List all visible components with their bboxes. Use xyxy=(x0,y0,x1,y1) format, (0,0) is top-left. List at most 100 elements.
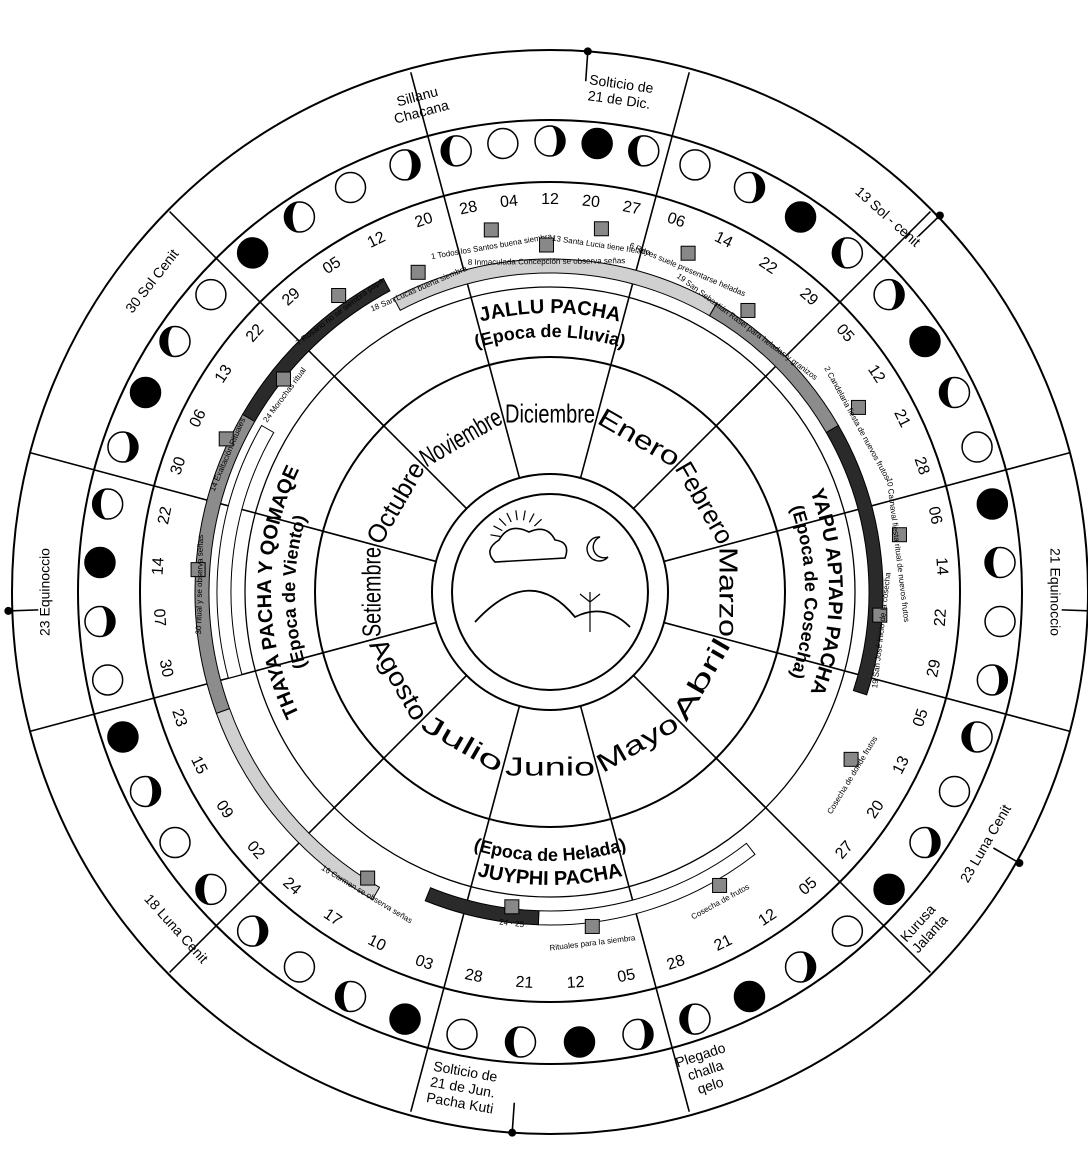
moon-phase-icon xyxy=(238,238,268,268)
moon-phase-icon xyxy=(160,828,190,858)
season-label: (Epoca de Helada) xyxy=(472,834,628,865)
moon-date: 14 xyxy=(932,557,950,576)
moon-phase-icon xyxy=(564,1027,594,1057)
moon-date: 29 xyxy=(796,285,821,310)
arrow-head-icon xyxy=(508,1129,516,1137)
moon-date: 07 xyxy=(150,608,168,627)
ritual-marker-icon xyxy=(411,265,425,279)
moon-phase-icon xyxy=(734,173,764,203)
moon-date: 28 xyxy=(458,198,479,218)
ritual-marker-icon xyxy=(585,919,599,933)
moon-date: 21 xyxy=(712,932,736,955)
direction-arrow xyxy=(586,51,588,81)
moon-phase-icon xyxy=(910,828,940,858)
moon-phase-icon xyxy=(874,280,904,310)
moon-phase-icon xyxy=(786,952,816,982)
ritual-note: 19 San Sebastián Rasel para heladas y gr… xyxy=(675,271,819,381)
month-name: Junio xyxy=(505,751,595,781)
arrow-head-icon xyxy=(1015,859,1023,867)
moon-date: 05 xyxy=(320,254,344,278)
month-name: Marzo xyxy=(714,547,744,637)
moon-phase-icon xyxy=(910,326,940,356)
moon-phase-icon xyxy=(390,1004,420,1034)
moon-phase-icon xyxy=(680,1004,710,1034)
moon-phase-icon xyxy=(629,136,659,166)
month-ring-inner xyxy=(432,474,668,710)
astronomical-event-label: 30 Sol Cenit xyxy=(122,246,182,316)
moon-phase-icon xyxy=(441,136,471,166)
ritual-note: 8 Inmaculada Concepción se observa señas xyxy=(468,256,626,267)
moon-phase-icon xyxy=(447,1019,477,1049)
season-arc-band xyxy=(243,279,390,422)
moon-date: 20 xyxy=(581,192,601,211)
astronomical-event-label: 23 Equinoccio xyxy=(37,548,53,636)
moon-phase-icon xyxy=(108,722,138,752)
moon-phase-icon xyxy=(196,874,226,904)
svg-text:23 Equinoccio: 23 Equinoccio xyxy=(37,548,53,636)
moon-phase-icon xyxy=(93,665,123,695)
sun-cloud-moon-hill-icon xyxy=(475,510,630,632)
moon-date: 21 xyxy=(890,407,913,431)
moon-date: 05 xyxy=(833,321,858,346)
moon-phase-icon xyxy=(131,776,161,806)
moon-phase-icon xyxy=(85,606,115,636)
month-name: Febrero xyxy=(669,456,740,549)
moon-date: 27 xyxy=(832,838,857,863)
center-ring xyxy=(452,494,648,690)
astronomical-event-label: 18 Luna Cenit xyxy=(141,891,211,967)
svg-text:23 Luna Cenit: 23 Luna Cenit xyxy=(957,802,1015,886)
moon-phase-icon xyxy=(196,280,226,310)
direction-arrow xyxy=(993,848,1019,863)
moon-phase-icon xyxy=(108,432,138,462)
moon-date: 30 xyxy=(156,658,176,679)
ritual-note: 13 Santa Lucia tiene helado xyxy=(551,234,651,257)
moon-phase-icon xyxy=(832,916,862,946)
moon-phase-icon xyxy=(623,1019,653,1049)
moon-date: 24 xyxy=(279,874,304,899)
month-name: Agosto xyxy=(363,633,434,726)
moon-phase-icon xyxy=(939,378,969,408)
ritual-note: Rituales para la siembra xyxy=(549,933,636,952)
ritual-marker-icon xyxy=(484,223,498,237)
svg-text:18 Luna Cenit: 18 Luna Cenit xyxy=(141,891,211,967)
month-name: Mayo xyxy=(591,708,684,779)
month-name: Abril xyxy=(666,633,737,726)
month-name: Noviembre xyxy=(414,402,507,473)
moon-date: 10 xyxy=(365,932,389,955)
ritual-marker-icon xyxy=(594,222,608,236)
arrow-head-icon xyxy=(936,211,944,219)
ritual-marker-icon xyxy=(505,900,519,914)
moon-phase-icon xyxy=(962,432,992,462)
moon-date: 13 xyxy=(890,753,913,777)
moon-date: 29 xyxy=(279,285,304,310)
season-arc-band xyxy=(216,709,379,900)
moon-phase-icon xyxy=(336,173,366,203)
moon-phase-icon xyxy=(939,776,969,806)
moon-date: 22 xyxy=(243,321,268,346)
moon-date: 22 xyxy=(756,254,780,278)
moon-date: 02 xyxy=(243,838,268,863)
ritual-marker-icon xyxy=(681,246,695,260)
direction-arrow xyxy=(8,610,38,611)
season-divider xyxy=(334,758,383,807)
moon-phase-icon xyxy=(390,150,420,180)
season-divider xyxy=(716,758,765,807)
moon-phase-icon xyxy=(977,665,1007,695)
ritual-marker-icon xyxy=(361,871,375,885)
moon-date: 03 xyxy=(413,952,435,974)
moon-date: 29 xyxy=(924,658,944,679)
moon-date: 05 xyxy=(616,966,637,986)
moon-phase-icon xyxy=(85,548,115,578)
season-divider xyxy=(334,376,383,425)
season-label: YAPU APTAPI PACHA xyxy=(806,486,846,699)
moon-date: 22 xyxy=(932,608,950,627)
month-name: Setiembre xyxy=(356,547,386,637)
direction-arrow xyxy=(1062,610,1088,611)
outer-ring xyxy=(12,50,1088,1134)
astronomical-event-label: 23 Luna Cenit xyxy=(957,802,1015,886)
season-label: (Epoca de Cosecha) xyxy=(787,502,821,681)
moon-phase-icon xyxy=(985,548,1015,578)
